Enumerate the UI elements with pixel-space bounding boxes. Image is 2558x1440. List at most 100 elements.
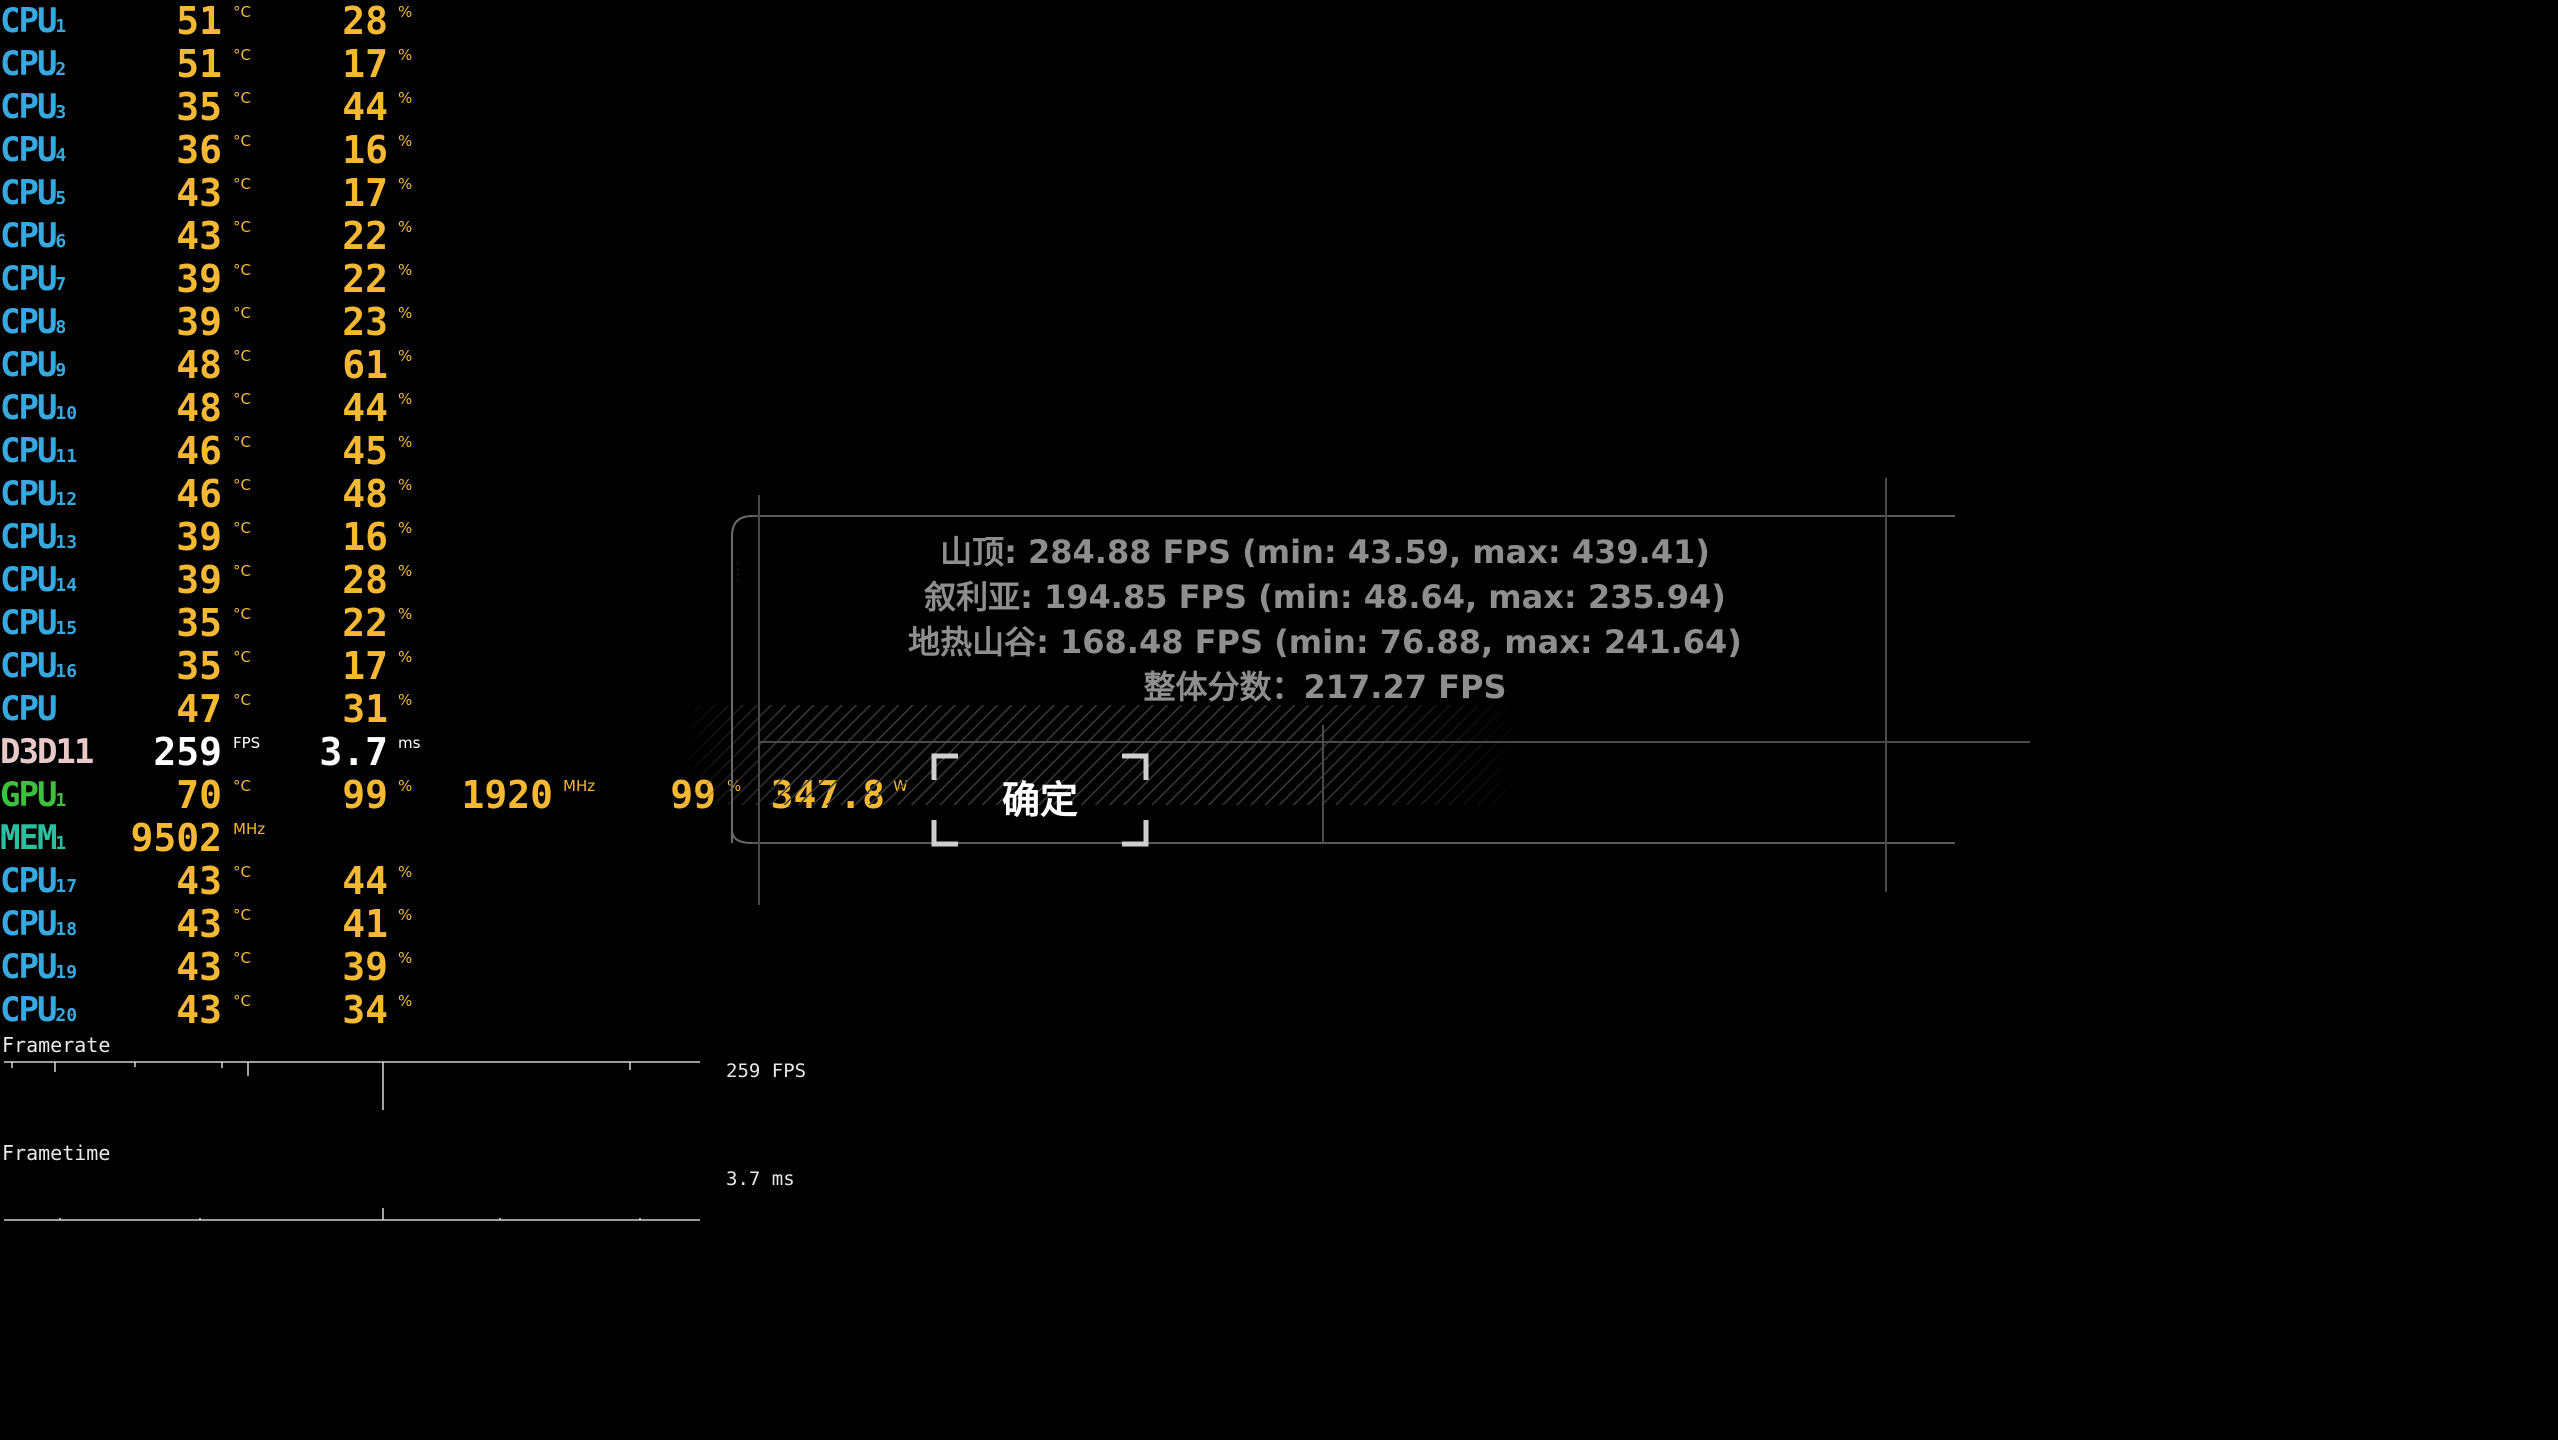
unit-label: °C: [233, 46, 251, 64]
sensor-name: CPU: [0, 861, 57, 901]
unit-label: %: [398, 863, 413, 881]
sensor-name: CPU: [0, 216, 57, 256]
core-load: 28: [342, 558, 388, 602]
unit-label: °C: [233, 218, 251, 236]
sensor-label: CPU18: [0, 905, 77, 949]
core-temperature: 47: [176, 687, 222, 731]
gpu-clock: 1920: [461, 773, 553, 817]
unit-label: °C: [233, 519, 251, 537]
unit-label: °C: [233, 304, 251, 322]
unit-label: °C: [233, 89, 251, 107]
core-load: 44: [342, 859, 388, 903]
core-load: 16: [342, 515, 388, 559]
unit-label: MHz: [233, 820, 266, 838]
sensor-name: CPU: [0, 517, 57, 557]
unit-label: °C: [233, 261, 251, 279]
core-load: 34: [342, 988, 388, 1032]
sensor-label: CPU17: [0, 862, 77, 906]
sensor-label: CPU9: [0, 346, 66, 390]
core-temperature: 51: [176, 0, 222, 43]
sensor-name: CPU: [0, 1, 57, 41]
core-load: 31: [342, 687, 388, 731]
sensor-label: CPU8: [0, 303, 66, 347]
unit-label: FPS: [233, 734, 261, 752]
unit-label: °C: [233, 476, 251, 494]
sensor-index: 2: [55, 59, 67, 80]
sensor-name: MEM: [0, 818, 57, 858]
sensor-name: CPU: [0, 646, 57, 686]
overall-score: 整体分数：217.27 FPS: [1143, 668, 1507, 706]
sensor-label: CPU4: [0, 131, 66, 175]
unit-label: %: [398, 648, 413, 666]
sensor-index: 16: [55, 661, 78, 682]
core-temperature: 43: [176, 214, 222, 258]
sensor-index: 5: [55, 188, 67, 209]
sensor-index: 13: [55, 532, 78, 553]
sensor-index: 20: [55, 1005, 78, 1026]
core-temperature: 35: [176, 85, 222, 129]
framerate-graph-value: 259 FPS: [726, 1060, 807, 1082]
core-load: 45: [342, 429, 388, 473]
frametime-graph: [4, 1208, 700, 1221]
unit-label: °C: [233, 691, 251, 709]
core-temperature: 46: [176, 429, 222, 473]
unit-label: %: [398, 519, 413, 537]
result-line-2: 叙利亚: 194.85 FPS (min: 48.64, max: 235.94…: [924, 578, 1726, 616]
unit-label: %: [398, 433, 413, 451]
sensor-label: CPU11: [0, 432, 77, 476]
unit-label: ms: [398, 734, 421, 752]
sensor-name: CPU: [0, 87, 57, 127]
sensor-index: 7: [55, 274, 67, 295]
confirm-button[interactable]: 确定: [930, 750, 1150, 850]
sensor-name: CPU: [0, 990, 57, 1030]
core-load: 28: [342, 0, 388, 43]
sensor-name: CPU: [0, 44, 57, 84]
sensor-name: CPU: [0, 904, 57, 944]
sensor-label: GPU1: [0, 776, 66, 820]
sensor-name: CPU: [0, 259, 57, 299]
unit-label: %: [398, 562, 413, 580]
sensor-label: CPU2: [0, 45, 66, 89]
core-temperature: 39: [176, 515, 222, 559]
sensor-index: 1: [55, 16, 67, 37]
core-temperature: 43: [176, 902, 222, 946]
unit-label: °C: [233, 863, 251, 881]
unit-label: °C: [233, 433, 251, 451]
sensor-name: CPU: [0, 173, 57, 213]
gpu-temperature: 70: [176, 773, 222, 817]
sensor-index: 18: [55, 919, 78, 940]
unit-label: %: [398, 261, 413, 279]
sensor-index: 12: [55, 489, 78, 510]
button-corner-brackets: [931, 753, 1149, 847]
frametime-graph-value: 3.7 ms: [726, 1168, 795, 1190]
sensor-name: CPU: [0, 560, 57, 600]
sensor-index: 9: [55, 360, 67, 381]
unit-label: °C: [233, 132, 251, 150]
cpu-core-row: CPU11 46 °C 45%: [0, 430, 1000, 473]
unit-label: %: [398, 304, 413, 322]
core-load: 16: [342, 128, 388, 172]
unit-label: °C: [233, 3, 251, 21]
sensor-label: CPU3: [0, 88, 66, 132]
sensor-label: CPU19: [0, 948, 77, 992]
sensor-name: CPU: [0, 689, 57, 729]
unit-label: %: [398, 89, 413, 107]
unit-label: °C: [233, 175, 251, 193]
sensor-label: CPU16: [0, 647, 77, 691]
core-load: 17: [342, 42, 388, 86]
core-temperature: 51: [176, 42, 222, 86]
sensor-label: CPU15: [0, 604, 77, 648]
unit-label: °C: [233, 992, 251, 1010]
unit-label: %: [398, 992, 413, 1010]
unit-label: %: [398, 390, 413, 408]
unit-label: °C: [233, 562, 251, 580]
